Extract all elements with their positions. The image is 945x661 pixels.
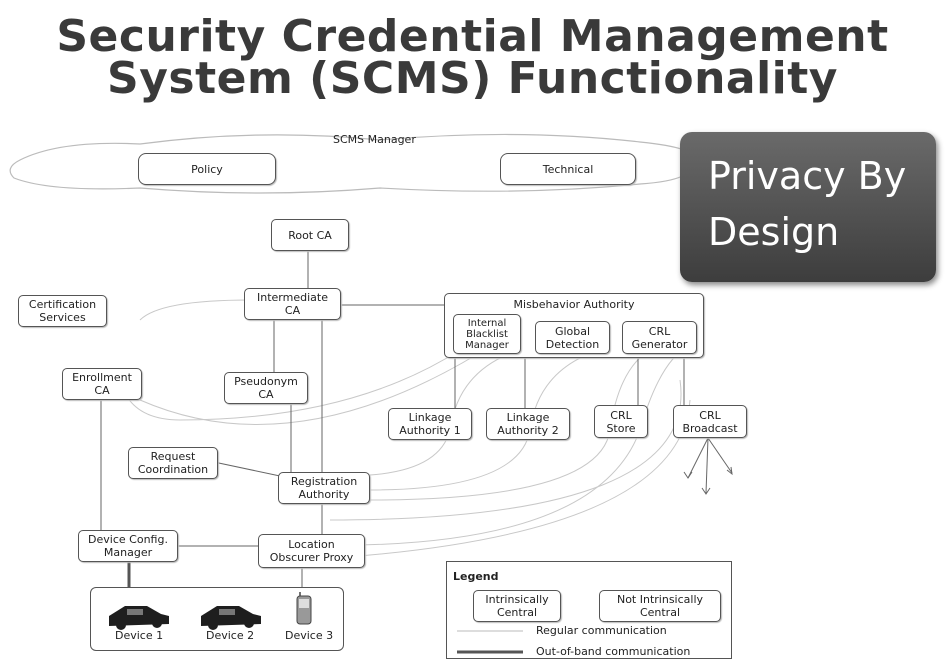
global-detection-box: Global Detection — [535, 321, 610, 354]
legend-regular-label: Regular communication — [536, 624, 667, 637]
broadcast-arrows — [683, 437, 733, 495]
car-icon-2 — [201, 606, 261, 630]
car-icon-1 — [109, 606, 169, 630]
legend-not-intrinsically-central: Not Intrinsically Central — [599, 590, 721, 622]
registration-authority-box: Registration Authority — [278, 472, 370, 504]
device-3-label: Device 3 — [285, 629, 334, 642]
device-1-label: Device 1 — [115, 629, 164, 642]
internal-blacklist-manager-box: Internal Blacklist Manager — [453, 314, 521, 354]
phone-icon — [296, 592, 312, 625]
devices-panel — [90, 587, 344, 651]
request-coordination-box: Request Coordination — [128, 447, 218, 479]
scms-manager-label: SCMS Manager — [333, 133, 416, 146]
pseudonym-ca-box: Pseudonym CA — [224, 372, 308, 404]
root-ca-box: Root CA — [271, 219, 349, 251]
technical-box: Technical — [500, 153, 636, 185]
device-2-label: Device 2 — [206, 629, 255, 642]
legend-intrinsically-central: Intrinsically Central — [473, 590, 561, 622]
title-line-2: System (SCMS) Functionality — [107, 53, 838, 104]
devices-illustration — [109, 592, 312, 630]
location-obscurer-proxy-box: Location Obscurer Proxy — [258, 534, 365, 568]
linkage-authority-1-box: Linkage Authority 1 — [388, 408, 472, 440]
certification-services-box: Certification Services — [18, 295, 107, 327]
legend-out-of-band-label: Out-of-band communication — [536, 645, 691, 658]
enrollment-ca-box: Enrollment CA — [62, 368, 142, 400]
crl-store-box: CRL Store — [594, 405, 648, 438]
device-config-manager-box: Device Config. Manager — [78, 530, 178, 562]
intermediate-ca-box: Intermediate CA — [244, 288, 341, 320]
crl-broadcast-box: CRL Broadcast — [673, 405, 747, 438]
crl-generator-box: CRL Generator — [622, 321, 697, 354]
title-line-1: Security Credential Management — [56, 11, 889, 62]
legend-title: Legend — [453, 570, 499, 583]
legend: Legend Intrinsically Central Not Intrins… — [446, 561, 732, 659]
privacy-by-design-badge: Privacy By Design — [680, 132, 936, 282]
policy-box: Policy — [138, 153, 276, 185]
linkage-authority-2-box: Linkage Authority 2 — [486, 408, 570, 440]
